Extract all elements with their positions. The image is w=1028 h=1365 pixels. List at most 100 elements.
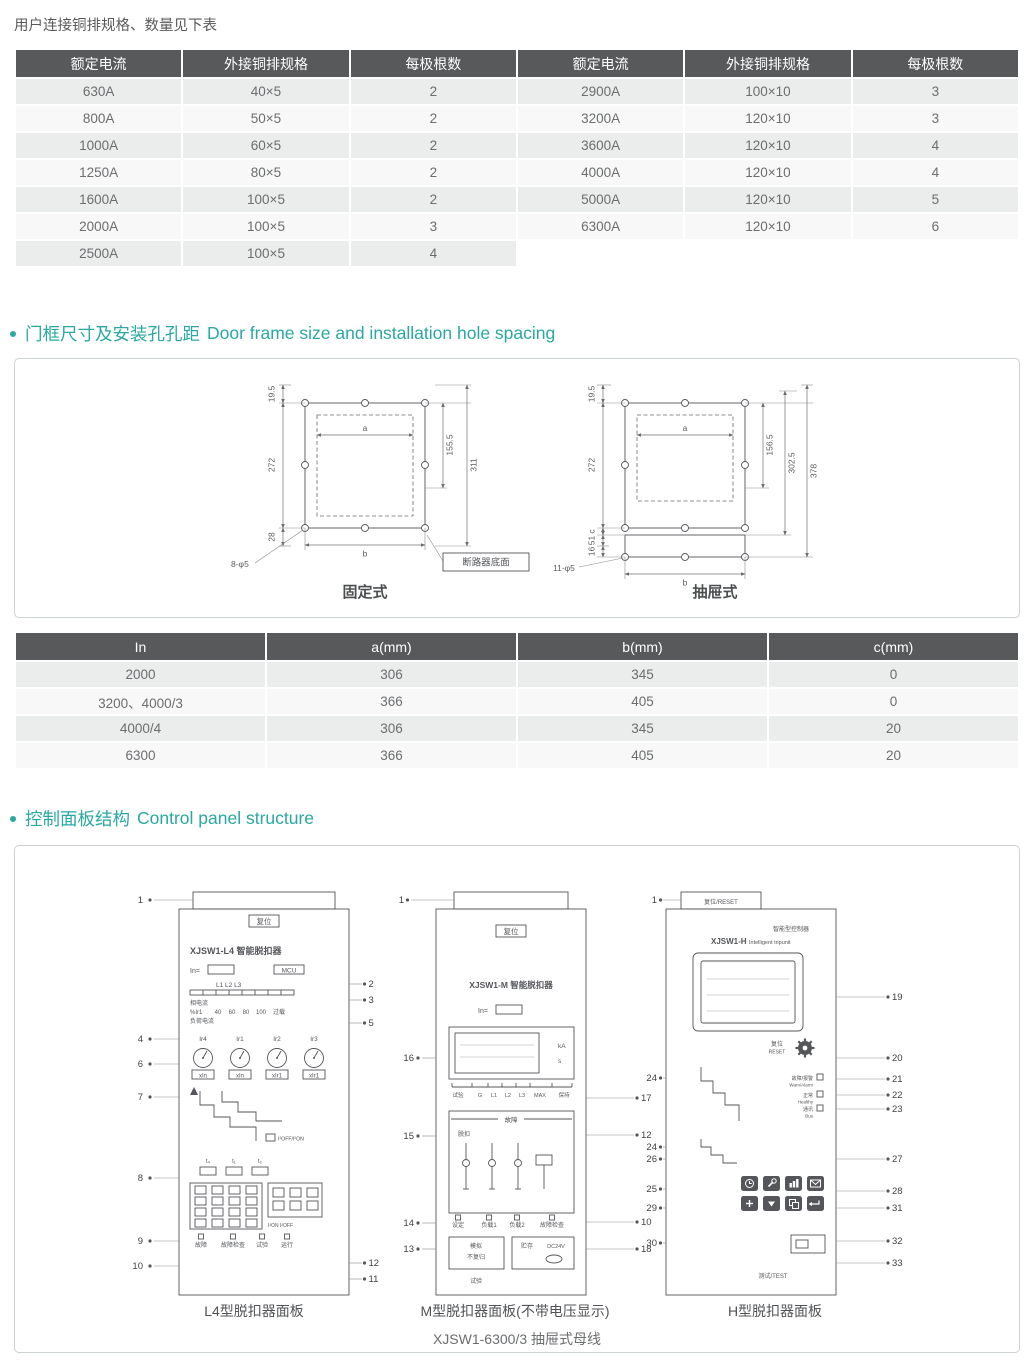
hole-count-label: 8-φ5 [231, 559, 249, 569]
callout-20: 20 [836, 1053, 903, 1064]
callout-19: 19 [836, 992, 903, 1003]
callout-number: 31 [892, 1203, 903, 1214]
m-s-label: s [558, 1058, 562, 1065]
l4-dial-unit: xIr1 [272, 1074, 283, 1080]
table-cell: 100×10 [683, 77, 853, 106]
l4-mcu-box [273, 964, 305, 975]
dim-16-label: 16 [587, 547, 597, 557]
h-status-leds: 故障/报警 Warn/Alarm 正常 Healthy 通讯 Bus [789, 1073, 824, 1119]
section-title-en: Door frame size and installation hole sp… [207, 323, 556, 343]
l4-rotary-dial [267, 1048, 287, 1068]
h-title-zh: 智能型控制器 [773, 925, 809, 933]
callout-number: 27 [892, 1154, 903, 1165]
h-model: XJSW1-H [711, 937, 747, 946]
callout-number: 30 [646, 1238, 657, 1249]
callout-30: 30 [646, 1238, 666, 1249]
callout-6: 6 [138, 1059, 179, 1070]
l4-in-label: In= [190, 968, 200, 975]
wrench-icon [767, 1178, 777, 1188]
table-cell: 2 [348, 104, 518, 133]
column-header: b(mm) [516, 631, 769, 662]
enter-icon [808, 1200, 820, 1206]
callout-28: 28 [836, 1186, 903, 1197]
callout-5: 5 [349, 1018, 374, 1029]
callout-number: 1 [138, 895, 143, 906]
h-led-square [816, 1090, 824, 1098]
section-title-en: Control panel structure [137, 808, 315, 828]
callout-7: 7 [138, 1092, 179, 1103]
fixed-type-caption: 固定式 [342, 584, 388, 601]
m-scale-label: G [478, 1093, 482, 1099]
table-cell: 345 [516, 714, 769, 743]
dim-b-label: b [363, 549, 368, 559]
l4-t-label: t₁ [232, 1159, 236, 1165]
column-header: a(mm) [265, 631, 518, 662]
table-cell: 6300 [14, 741, 267, 770]
drawer-dimension-lines [601, 384, 809, 576]
table-cell: 3200、4000/3 [14, 687, 267, 716]
gear-icon [795, 1038, 815, 1058]
l4-dial-unit: xIn [199, 1074, 207, 1080]
m-fault-box: 故障 脱扣 [448, 1110, 575, 1214]
callout-number: 7 [138, 1092, 143, 1103]
l4-dial-label: Ir4 [199, 1036, 207, 1043]
callout-4: 4 [138, 1034, 179, 1045]
table-cell: 405 [516, 687, 769, 716]
table-cell: 405 [516, 741, 769, 770]
l4-scale-60: 60 [229, 1010, 236, 1016]
callout-number: 13 [403, 1244, 414, 1255]
l4-overload-label: 过载 [273, 1008, 285, 1016]
fixed-dimension-lines [281, 384, 469, 547]
l4-t-label: t₂ [258, 1159, 263, 1165]
callout-number: 32 [892, 1236, 903, 1247]
table-cell: 306 [265, 660, 518, 689]
l4-dial-unit: xIn [236, 1074, 244, 1080]
l4-setting-dials: Ir4 Ir1 Ir2 Ir3 xIn xIn xIr1 xIr1 [191, 1036, 326, 1080]
h-reset-label: 复位 [771, 1040, 783, 1048]
table-cell: 20 [767, 741, 1020, 770]
table-cell: 4 [850, 131, 1021, 160]
table-cell: 3200A [515, 104, 686, 133]
table-cell: 2500A [13, 239, 184, 268]
h-reset-top-label: 复位/RESET [704, 898, 738, 906]
table-cell: 630A [13, 77, 184, 106]
table-cell: 120×10 [683, 104, 853, 133]
l4-trip-curve [190, 1087, 282, 1141]
callout-10: 10 [132, 1261, 179, 1272]
callout-number: 24 [646, 1142, 657, 1153]
h-test-port [790, 1234, 826, 1254]
dim-a-label: a [683, 423, 688, 433]
callout-31: 31 [836, 1203, 903, 1214]
table-cell: 2000A [13, 212, 184, 241]
table-cell: 2 [348, 131, 518, 160]
l4-rotary-dial [304, 1048, 324, 1068]
callout-29: 29 [646, 1203, 666, 1214]
callout-number: 22 [892, 1090, 903, 1101]
callout-27: 27 [836, 1154, 903, 1165]
table-cell: 60×5 [181, 131, 351, 160]
drawer-type-caption: 抽屉式 [692, 584, 738, 601]
m-store-label: 贮存 [521, 1242, 533, 1250]
drawer-extension-lines [597, 384, 813, 579]
column-header: c(mm) [767, 631, 1020, 662]
l4-dial-label: Ir1 [236, 1036, 244, 1043]
callout-number: 3 [369, 995, 374, 1006]
table-cell: 3 [348, 212, 518, 241]
hole-leader-line [578, 557, 624, 568]
callout-number: 21 [892, 1074, 903, 1085]
copy-icon [789, 1199, 799, 1209]
dim-28-label: 28 [267, 532, 277, 542]
callout-12: 12 [586, 1130, 652, 1141]
callout-23: 23 [836, 1104, 903, 1115]
m-title: XJSW1-M 智能脱扣器 [469, 980, 553, 990]
h-reset-en-label: RESET [769, 1050, 786, 1056]
h-trip-curves [700, 1067, 740, 1164]
l4-load-current-label: 负荷电流 [190, 1017, 214, 1025]
l4-t-label: t₄ [206, 1159, 211, 1165]
table-cell: 4000/4 [14, 714, 267, 743]
